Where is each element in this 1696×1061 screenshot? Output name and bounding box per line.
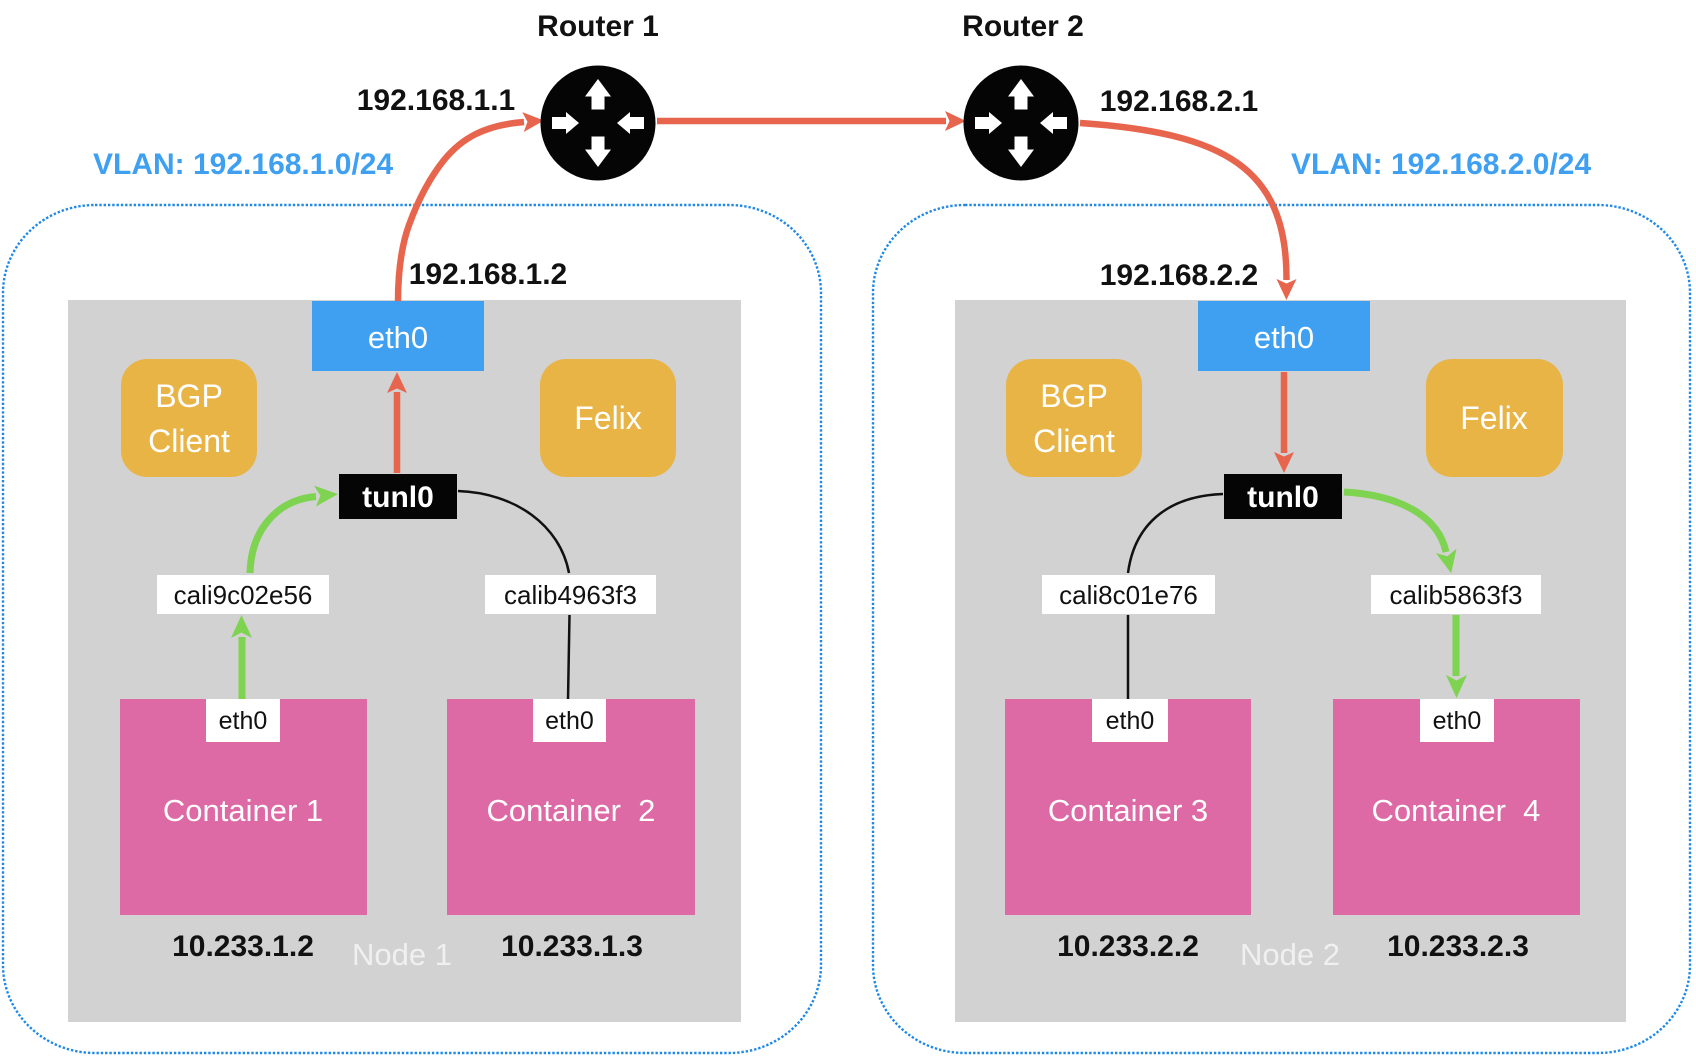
svg-text:eth0: eth0 (219, 707, 268, 735)
svg-text:Container 1: Container 1 (163, 793, 323, 828)
svg-text:eth0: eth0 (368, 320, 428, 355)
svg-text:Client: Client (1033, 423, 1115, 459)
svg-text:eth0: eth0 (1106, 707, 1155, 735)
svg-text:VLAN: 192.168.2.0/24: VLAN: 192.168.2.0/24 (1291, 148, 1591, 181)
svg-text:192.168.2.2: 192.168.2.2 (1100, 259, 1258, 292)
svg-text:Router 1: Router 1 (537, 10, 659, 43)
svg-text:eth0: eth0 (1433, 707, 1482, 735)
svg-text:Container 2: Container 2 (487, 793, 656, 828)
svg-text:Node 1: Node 1 (352, 937, 452, 972)
svg-text:Felix: Felix (1460, 400, 1528, 436)
svg-text:10.233.1.2: 10.233.1.2 (172, 930, 314, 963)
svg-text:eth0: eth0 (545, 707, 594, 735)
svg-text:Felix: Felix (574, 400, 642, 436)
svg-text:cali8c01e76: cali8c01e76 (1059, 580, 1198, 610)
svg-text:eth0: eth0 (1254, 320, 1314, 355)
svg-text:VLAN: 192.168.1.0/24: VLAN: 192.168.1.0/24 (93, 148, 393, 181)
svg-text:Container 4: Container 4 (1372, 793, 1541, 828)
svg-text:192.168.1.1: 192.168.1.1 (357, 84, 515, 117)
svg-text:Node 2: Node 2 (1240, 937, 1340, 972)
svg-text:calib4963f3: calib4963f3 (504, 580, 637, 610)
svg-text:10.233.1.3: 10.233.1.3 (501, 930, 643, 963)
svg-text:cali9c02e56: cali9c02e56 (174, 580, 313, 610)
svg-text:192.168.2.1: 192.168.2.1 (1100, 85, 1258, 118)
svg-text:Router 2: Router 2 (962, 10, 1084, 43)
svg-text:tunl0: tunl0 (362, 481, 434, 514)
svg-text:Container 3: Container 3 (1048, 793, 1208, 828)
svg-text:192.168.1.2: 192.168.1.2 (409, 258, 567, 291)
svg-text:BGP: BGP (1040, 378, 1108, 414)
svg-text:tunl0: tunl0 (1247, 481, 1319, 514)
svg-text:10.233.2.3: 10.233.2.3 (1387, 930, 1529, 963)
svg-text:Client: Client (148, 423, 230, 459)
svg-text:10.233.2.2: 10.233.2.2 (1057, 930, 1199, 963)
svg-text:BGP: BGP (155, 378, 223, 414)
svg-text:calib5863f3: calib5863f3 (1390, 580, 1523, 610)
